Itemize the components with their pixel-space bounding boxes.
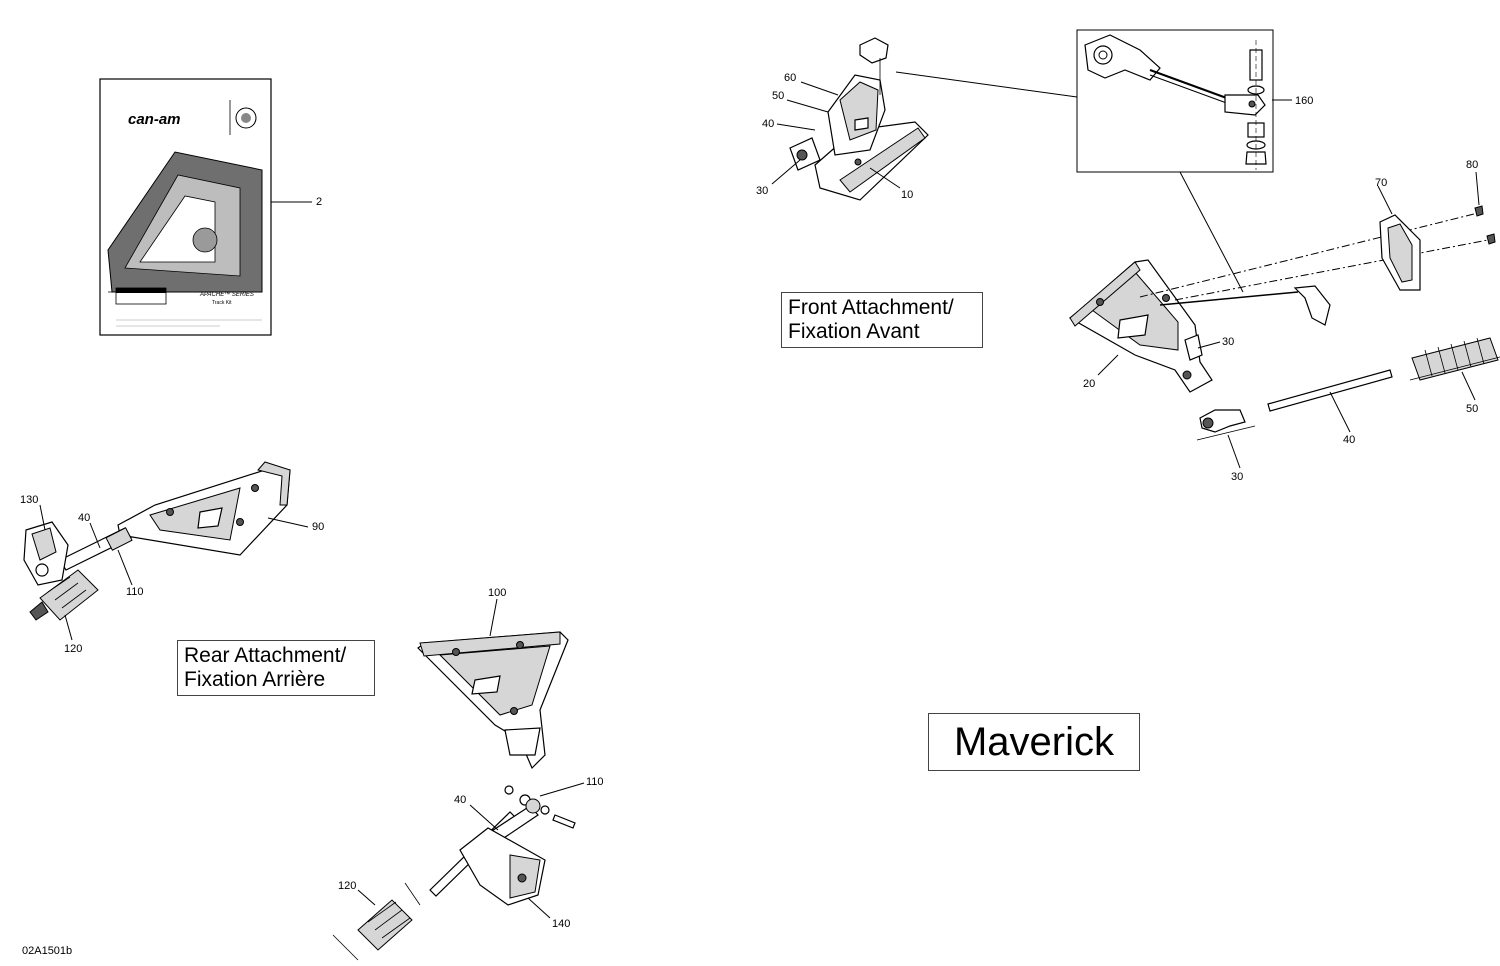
rear-attachment-label-line2: Fixation Arrière bbox=[184, 668, 326, 692]
callout-rear-110: 110 bbox=[126, 586, 144, 598]
callout-front-lower-50: 50 bbox=[1466, 403, 1478, 415]
callout-front-40: 40 bbox=[762, 118, 774, 130]
front-lower-assembly-illustration bbox=[1068, 205, 1500, 441]
callout-front-10: 10 bbox=[901, 189, 913, 201]
callout-front-30: 30 bbox=[756, 185, 768, 197]
manual-cover-illustration: can-am APACHE™ SERIES Track Kit bbox=[99, 78, 272, 336]
callout-front-bottom-30: 30 bbox=[1231, 471, 1243, 483]
front-detail-box-illustration bbox=[1076, 29, 1274, 173]
callout-front-80: 80 bbox=[1466, 159, 1478, 171]
callout-manual: 2 bbox=[316, 196, 322, 208]
callout-front-160: 160 bbox=[1295, 95, 1313, 107]
callout-front-50: 50 bbox=[772, 90, 784, 102]
rear-lower-assembly-illustration bbox=[332, 631, 576, 961]
callout-rear-lower-110: 110 bbox=[586, 776, 604, 788]
callout-rear-40: 40 bbox=[78, 512, 90, 524]
callout-front-70: 70 bbox=[1375, 177, 1387, 189]
manual-brand-text: can-am bbox=[128, 111, 181, 128]
front-attachment-label: Front Attachment/ Fixation Avant bbox=[781, 292, 983, 349]
front-upper-assembly-illustration bbox=[789, 37, 929, 201]
callout-rear-130: 130 bbox=[20, 494, 38, 506]
callout-rear-120: 120 bbox=[64, 643, 82, 655]
callout-front-20: 20 bbox=[1083, 378, 1095, 390]
manual-product-line: APACHE™ SERIES bbox=[199, 291, 254, 298]
rear-upper-assembly-illustration bbox=[23, 461, 291, 621]
callout-front-lower-40: 40 bbox=[1343, 434, 1355, 446]
callout-rear-90: 90 bbox=[312, 521, 324, 533]
callout-rear-100: 100 bbox=[488, 587, 506, 599]
callout-rear-140: 140 bbox=[552, 918, 570, 930]
callout-rear-lower-40: 40 bbox=[454, 794, 466, 806]
callout-front-60: 60 bbox=[784, 72, 796, 84]
drawing-code: 02A1501b bbox=[22, 945, 73, 957]
front-attachment-label-line1: Front Attachment/ bbox=[788, 296, 954, 319]
rear-attachment-label: Rear Attachment/ Fixation Arrière bbox=[177, 640, 375, 697]
callout-front-lower-30: 30 bbox=[1222, 336, 1234, 348]
manual-subtitle: Track Kit bbox=[212, 300, 232, 306]
front-attachment-label-line2: Fixation Avant bbox=[788, 320, 920, 344]
model-label: Maverick bbox=[928, 713, 1140, 771]
callout-rear-lower-120: 120 bbox=[338, 880, 356, 892]
rear-attachment-label-line1: Rear Attachment/ bbox=[184, 644, 347, 667]
